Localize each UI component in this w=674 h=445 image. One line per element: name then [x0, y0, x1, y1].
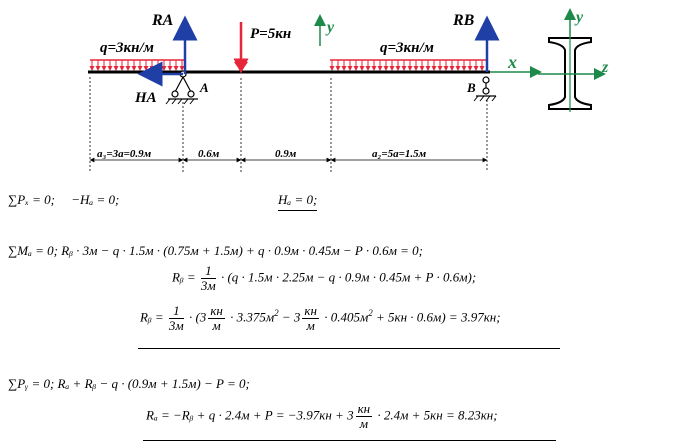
load-arrow-head — [389, 66, 395, 71]
load-arrow-head — [341, 66, 347, 71]
load-arrow-head — [425, 66, 431, 71]
dim-label-2: 0.6м — [198, 148, 220, 160]
load-arrow-head — [419, 66, 425, 71]
load-arrow-head — [365, 66, 371, 71]
load-arrow-head — [395, 66, 401, 71]
label-q-left: q=3кн/м — [100, 40, 154, 56]
dimension-lines — [89, 77, 488, 172]
load-arrow-head — [167, 66, 173, 71]
load-arrow-head — [401, 66, 407, 71]
label-point-a: A — [199, 80, 209, 95]
label-y-beam: y — [325, 19, 335, 36]
label-q-right: q=3кн/м — [380, 40, 434, 56]
eq-sum-px: ∑Pₓ = 0; −Hₐ = 0; — [8, 192, 120, 207]
load-arrow-head — [179, 66, 185, 71]
load-arrow-head — [173, 66, 179, 71]
load-arrow-head — [443, 66, 449, 71]
load-arrow-head — [473, 66, 479, 71]
load-arrow-head — [161, 66, 167, 71]
load-arrow-head — [131, 66, 137, 71]
load-arrow-head — [431, 66, 437, 71]
label-point-b: B — [466, 80, 476, 95]
support-a — [165, 70, 198, 105]
load-arrow-head — [101, 66, 107, 71]
load-arrow-head — [467, 66, 473, 71]
i-beam-section — [538, 8, 606, 112]
load-arrow-head — [437, 66, 443, 71]
load-arrow-head — [149, 66, 155, 71]
load-arrow-head — [413, 66, 419, 71]
dim-label-1: a₃=3a=0.9м — [97, 148, 152, 160]
support-b — [473, 76, 497, 102]
load-arrow-head — [377, 66, 383, 71]
dim-label-3: 0.9м — [275, 148, 297, 160]
dim-label-4: a₂=5a=1.5м — [372, 148, 427, 160]
load-arrow-head — [89, 66, 95, 71]
label-ra: RA — [151, 12, 174, 29]
label-y-section: y — [574, 9, 584, 26]
load-arrow-head — [479, 66, 485, 71]
load-arrow-head — [461, 66, 467, 71]
load-arrow-head — [335, 66, 341, 71]
distributed-load-left — [89, 59, 185, 71]
load-arrow-head — [137, 66, 143, 71]
load-arrow-head — [407, 66, 413, 71]
load-arrow-head — [113, 66, 119, 71]
distributed-load-right — [329, 59, 487, 71]
eq-sum-ma: ∑Mₐ = 0; Rᵦ · 3м − q · 1.5м · (0.75м + 1… — [8, 243, 424, 258]
label-z: z — [601, 59, 609, 76]
load-arrow-head — [119, 66, 125, 71]
load-arrow-head — [353, 66, 359, 71]
eq-ha-result: Hₐ = 0; — [278, 192, 318, 211]
label-p: P=5кн — [250, 26, 291, 42]
load-arrow-head — [359, 66, 365, 71]
load-arrow-head — [449, 66, 455, 71]
load-arrow-head — [383, 66, 389, 71]
load-arrow-head — [143, 66, 149, 71]
underline-rb — [138, 348, 560, 349]
load-arrow-head — [347, 66, 353, 71]
eq-sum-py: ∑Pᵧ = 0; Rₐ + Rᵦ − q · (0.9м + 1.5м) − P… — [8, 376, 250, 391]
underline-ra — [143, 440, 556, 441]
load-arrow-head — [107, 66, 113, 71]
label-x: x — [507, 52, 517, 72]
load-arrow-head — [125, 66, 131, 71]
beam-diagram: RA RB HA P=5кн q=3кн/м q=3кн/м A B y x y… — [88, 8, 609, 172]
load-arrow-head — [371, 66, 377, 71]
load-arrow-head — [329, 66, 335, 71]
load-arrow-head — [95, 66, 101, 71]
load-arrow-head — [455, 66, 461, 71]
load-arrow-head — [155, 66, 161, 71]
label-rb: RB — [452, 12, 475, 29]
label-ha: HA — [134, 90, 157, 106]
